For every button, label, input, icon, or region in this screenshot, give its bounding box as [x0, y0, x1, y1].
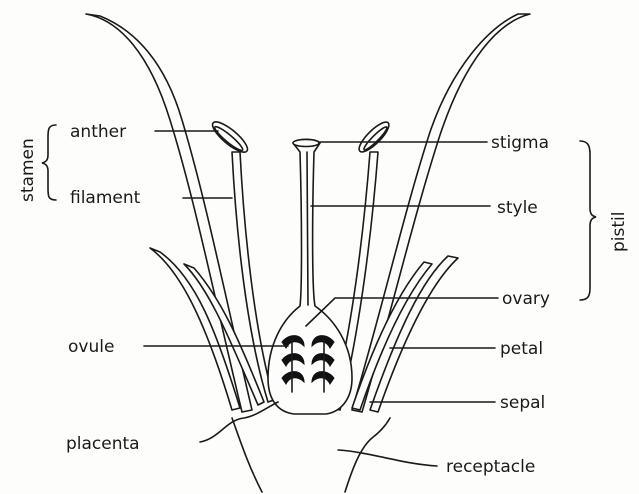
filament-label: filament — [70, 188, 141, 208]
stamen-label: stamen — [18, 138, 38, 202]
receptacle-shape — [232, 418, 390, 492]
stigma-label: stigma — [491, 133, 549, 153]
stigma-top — [293, 140, 319, 147]
placenta-label: placenta — [66, 434, 140, 454]
ovule-label: ovule — [68, 337, 114, 357]
style-label: style — [497, 198, 538, 218]
style-inner-line — [307, 152, 308, 305]
ovary-label: ovary — [502, 289, 550, 309]
pistil-brace — [580, 141, 596, 300]
petal-label: petal — [500, 339, 543, 359]
stamen-brace — [42, 125, 56, 200]
pistil-shape — [268, 139, 352, 414]
anther-label: anther — [70, 122, 126, 142]
pistil-label: pistil — [609, 212, 629, 252]
receptacle-label: receptacle — [446, 457, 535, 477]
left-anther — [209, 117, 252, 156]
right-anther — [355, 118, 392, 155]
sepal-label: sepal — [500, 393, 545, 413]
